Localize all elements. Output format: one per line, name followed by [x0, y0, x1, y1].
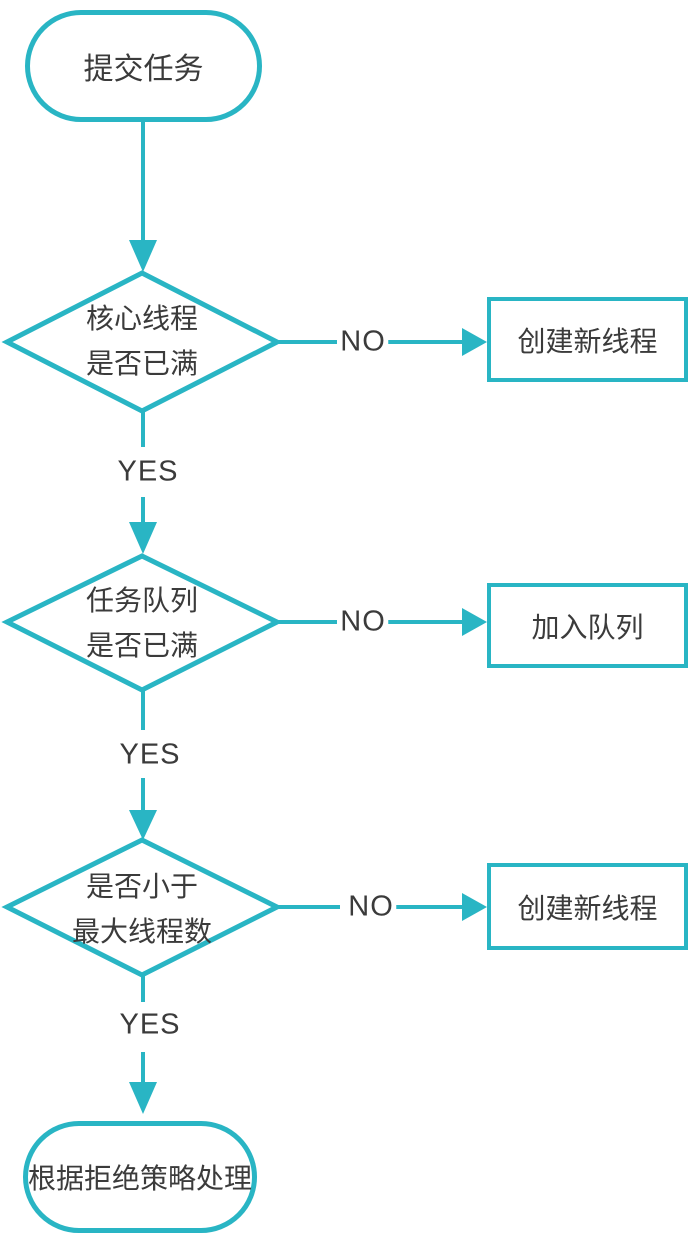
end-node: 根据拒绝策略处理: [23, 1121, 257, 1233]
end-node-label: 根据拒绝策略处理: [28, 1163, 253, 1194]
edge-label-yes-2: YES: [117, 738, 183, 772]
result3-label: 创建新线程: [517, 892, 658, 924]
decision1-text: 核心线程 是否已满: [8, 296, 276, 386]
start-node: 提交任务: [25, 10, 262, 122]
decision2-shape: [1, 553, 283, 693]
arrow-decision1-to-decision2: [129, 411, 157, 554]
edge-label-no-2: NO: [338, 605, 388, 639]
decision3-shape: [1, 837, 283, 978]
decision2-line1: 任务队列: [85, 585, 198, 616]
start-node-label: 提交任务: [83, 53, 204, 86]
result3-node: 创建新线程: [487, 863, 688, 950]
decision1-line1: 核心线程: [85, 303, 198, 334]
decision3-text: 是否小于 最大线程数: [8, 864, 276, 954]
edge-label-yes-3: YES: [117, 1008, 183, 1042]
edge-label-yes-1: YES: [115, 455, 181, 489]
result1-label: 创建新线程: [517, 325, 658, 357]
result2-node: 加入队列: [487, 583, 688, 668]
arrow-decision2-to-result2: [277, 608, 487, 636]
decision1-line2: 是否已满: [85, 348, 198, 379]
decision2-text: 任务队列 是否已满: [8, 578, 276, 668]
result1-node: 创建新线程: [487, 297, 688, 382]
edge-label-no-1: NO: [338, 325, 388, 359]
edge-label-no-3: NO: [346, 890, 396, 924]
result2-label: 加入队列: [531, 611, 644, 643]
arrow-start-to-decision1: [129, 122, 157, 272]
decision3-line2: 最大线程数: [71, 916, 212, 947]
decision2-line2: 是否已满: [85, 630, 198, 661]
decision1-shape: [1, 270, 283, 414]
arrow-decision3-to-result3: [277, 893, 487, 921]
arrow-decision3-to-end: [129, 975, 157, 1114]
arrow-decision2-to-decision3: [129, 690, 157, 840]
decision3-line1: 是否小于: [85, 871, 198, 902]
arrow-decision1-to-result1: [277, 328, 487, 356]
